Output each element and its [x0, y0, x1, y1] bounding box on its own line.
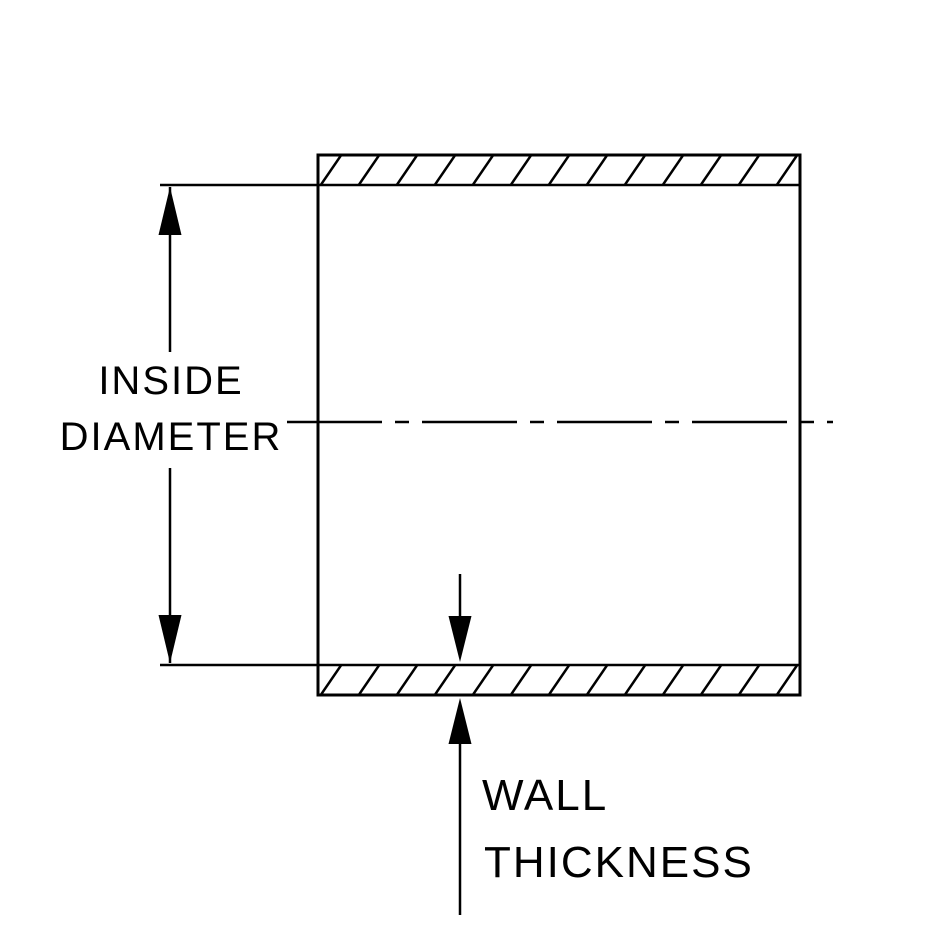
arrowhead-up-small-icon	[448, 698, 472, 744]
bottom-wall-hatching	[316, 663, 802, 697]
top-wall-hatching	[316, 153, 802, 187]
inside-diameter-label-line1: INSIDE	[98, 359, 243, 403]
arrowhead-down-small-icon	[448, 616, 472, 662]
arrowhead-up-icon	[158, 187, 182, 235]
wall-thickness-label-line2: THICKNESS	[484, 838, 754, 887]
wall-thickness-label-line1: WALL	[482, 771, 608, 820]
inside-diameter-label-line2: DIAMETER	[60, 415, 283, 459]
tube-outline	[316, 153, 802, 697]
arrowhead-down-icon	[158, 615, 182, 663]
